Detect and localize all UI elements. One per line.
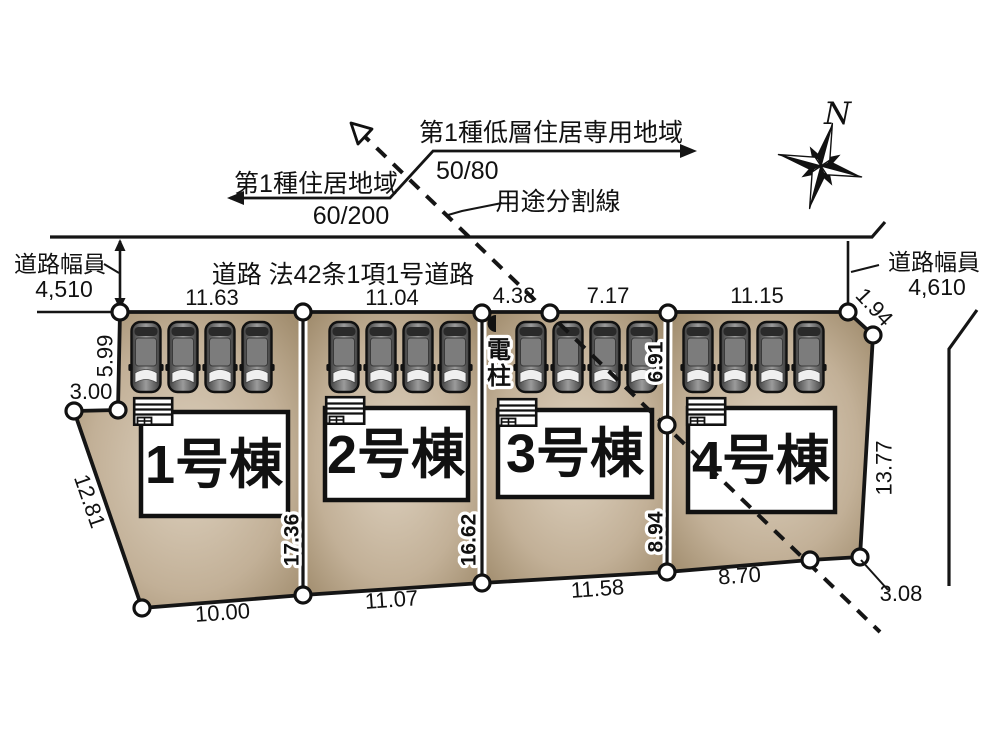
boundary-vertex <box>658 303 678 323</box>
car-icon <box>716 320 754 394</box>
utility-pole: 電 柱 <box>484 315 514 393</box>
boundary-vertices <box>64 302 883 618</box>
utility-pole-icon <box>487 315 496 332</box>
building-1-label: 1号棟 <box>145 435 284 495</box>
boundary-vertex <box>472 303 492 323</box>
zoning-left-name: 第1種住居地域 <box>234 170 398 198</box>
car-icon <box>362 320 400 394</box>
dim-bottom-2: 11.07 <box>364 585 419 614</box>
building-3-label: 3号棟 <box>506 424 645 484</box>
dim-divider-1: 17.36 <box>280 514 303 567</box>
road-width-right-dimension <box>846 241 880 309</box>
boundary-vertex <box>657 415 677 435</box>
car-icon <box>325 320 363 394</box>
boundary-vertex <box>838 302 858 322</box>
car-icon <box>436 320 474 394</box>
division-line-leader <box>447 202 503 216</box>
car-icon <box>790 320 828 394</box>
road-lines <box>37 220 979 586</box>
car-icon <box>238 320 276 394</box>
dim-bottom-1: 10.00 <box>194 598 251 627</box>
building-1-box <box>138 409 291 519</box>
building-labels: 1号棟 2号棟 3号棟 4号棟 <box>138 405 838 519</box>
road-right-edge <box>947 309 979 586</box>
zoning-left-ratio: 60/200 <box>313 202 389 230</box>
dim-right-side: 13.77 <box>872 440 897 495</box>
road-top-edge <box>50 220 887 239</box>
zoning-arrow-line <box>230 149 688 200</box>
division-line-label: 用途分割線 <box>495 188 620 216</box>
boundary-vertex <box>863 325 883 345</box>
boundary-vertex <box>657 562 677 582</box>
zoning-right-name: 第1種低層住居専用地域 <box>419 119 683 147</box>
dim-bottom-5: 3.08 <box>880 581 923 606</box>
dim-left-jog: 3.00 <box>70 379 113 404</box>
road-width-left-label: 道路幅員 <box>14 251 106 277</box>
road-width-left-dimension <box>103 239 126 310</box>
car-icon <box>679 320 717 394</box>
lot-divider-lines <box>298 312 673 595</box>
zoning-annotations: 第1種住居地域 60/200 第1種低層住居専用地域 50/80 用途分割線 <box>227 119 697 230</box>
compass: N <box>777 96 863 210</box>
compass-north-label: N <box>823 96 853 132</box>
dim-division-offset: 6.91 <box>644 341 667 382</box>
compass-rose <box>777 122 863 210</box>
boundary-vertex <box>850 547 870 567</box>
boundary-vertex <box>800 550 820 570</box>
boundary-vertex <box>293 585 313 605</box>
road-width-right-label: 道路幅員 <box>888 249 980 275</box>
utility-pole-char-2: 柱 <box>487 363 511 390</box>
boundary-vertex <box>108 400 128 420</box>
utility-pole-char-1: 電 <box>487 337 511 364</box>
car-icon <box>164 320 202 394</box>
car-icon <box>399 320 437 394</box>
garage-icon <box>132 396 174 427</box>
dim-top-2: 11.04 <box>365 285 418 310</box>
boundary-vertex <box>64 401 84 421</box>
boundary-vertex <box>293 302 313 322</box>
division-line-arrowhead <box>349 121 374 146</box>
dim-top-5: 11.15 <box>730 283 783 308</box>
boundary-vertex <box>132 598 152 618</box>
zoning-right-ratio: 50/80 <box>436 157 499 185</box>
garage-icon <box>496 397 538 428</box>
dim-bottom-3: 11.58 <box>570 574 625 603</box>
building-4-label: 4号棟 <box>692 431 831 491</box>
car-icon <box>127 320 165 394</box>
car-icon <box>512 320 550 394</box>
dim-top-4: 7.17 <box>587 283 630 308</box>
dim-divider-2: 16.62 <box>457 514 480 567</box>
car-icon <box>201 320 239 394</box>
dim-3-08-leader <box>860 559 889 591</box>
dim-bottom-4: 8.70 <box>717 562 761 590</box>
dim-divider-3: 8.94 <box>644 511 667 552</box>
dim-top-1: 11.63 <box>185 285 238 310</box>
dim-top-3: 4.38 <box>493 283 536 308</box>
zoning-left-arrowhead <box>227 191 244 205</box>
garage-icon <box>324 395 366 426</box>
boundary-vertex <box>472 573 492 593</box>
road-annotations: 道路 法42条1項1号道路 道路幅員 4,510 道路幅員 4,610 <box>14 249 980 302</box>
road-width-right-value: 4,610 <box>908 274 966 300</box>
boundary-vertex <box>110 302 130 322</box>
boundary-vertex <box>540 303 560 323</box>
road-width-left-value: 4,510 <box>35 276 93 302</box>
garage-icon <box>685 396 727 427</box>
dim-left-upper: 5.99 <box>93 335 118 378</box>
zoning-division-line <box>349 121 882 634</box>
building-2-label: 2号棟 <box>327 425 466 485</box>
road-name: 道路 法42条1項1号道路 <box>212 261 475 289</box>
car-icon <box>753 320 791 394</box>
zoning-right-arrowhead <box>680 144 697 158</box>
